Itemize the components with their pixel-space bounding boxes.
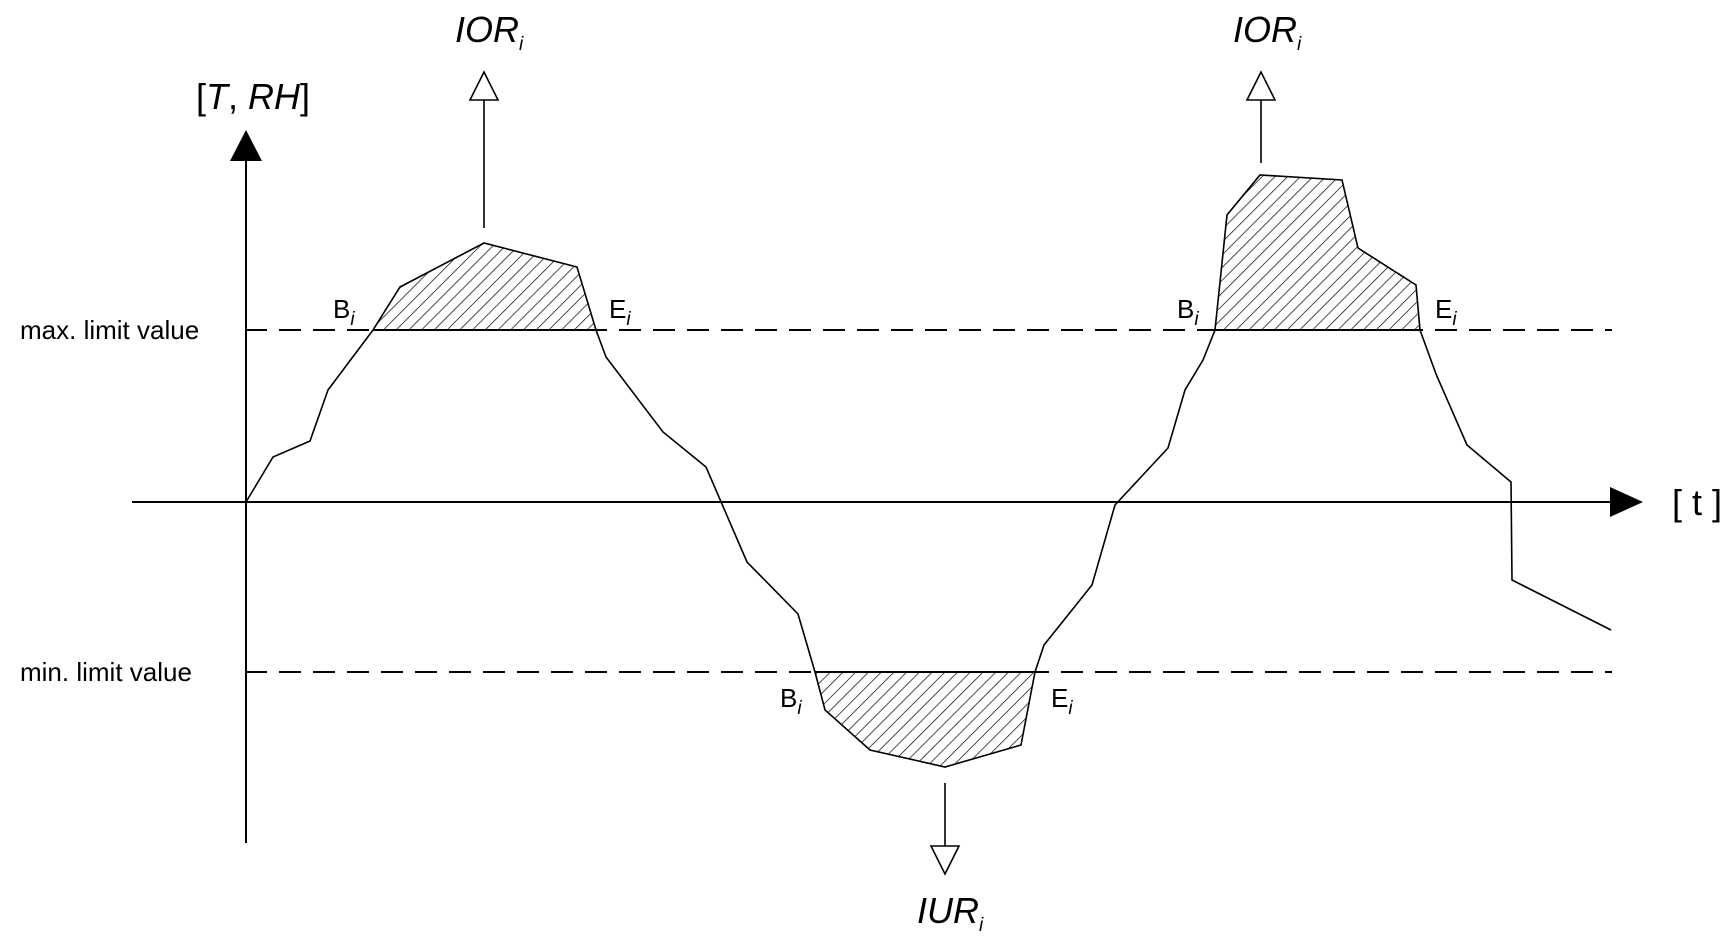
begin-marker-2: Bi [1177,294,1199,330]
y-axis-arrowhead [230,130,262,161]
min-limit-label: min. limit value [20,657,192,687]
begin-marker-1: Bi [333,294,355,330]
x-axis-arrowhead [1610,487,1643,517]
x-axis-label: [ t ] [1672,482,1722,523]
ior-label-1: IORi [455,9,524,55]
end-marker-3: Ei [1051,683,1073,719]
iur-arrow-head [929,845,961,876]
end-marker-1: Ei [609,294,631,330]
iur-label: IURi [917,890,984,936]
exceedance-area-over-2 [1215,175,1420,330]
y-axis-label: [T, RH] [196,76,310,117]
end-marker-2: Ei [1435,294,1457,330]
signal-curve [245,174,1612,768]
ior-arrow-1-head [468,70,500,101]
begin-marker-3: Bi [780,683,802,719]
exceedance-area-over-1 [373,243,596,330]
ior-arrow-2-head [1245,70,1277,101]
exceedance-area-under [815,672,1035,767]
max-limit-label: max. limit value [20,315,199,345]
ior-label-2: IORi [1233,9,1302,55]
